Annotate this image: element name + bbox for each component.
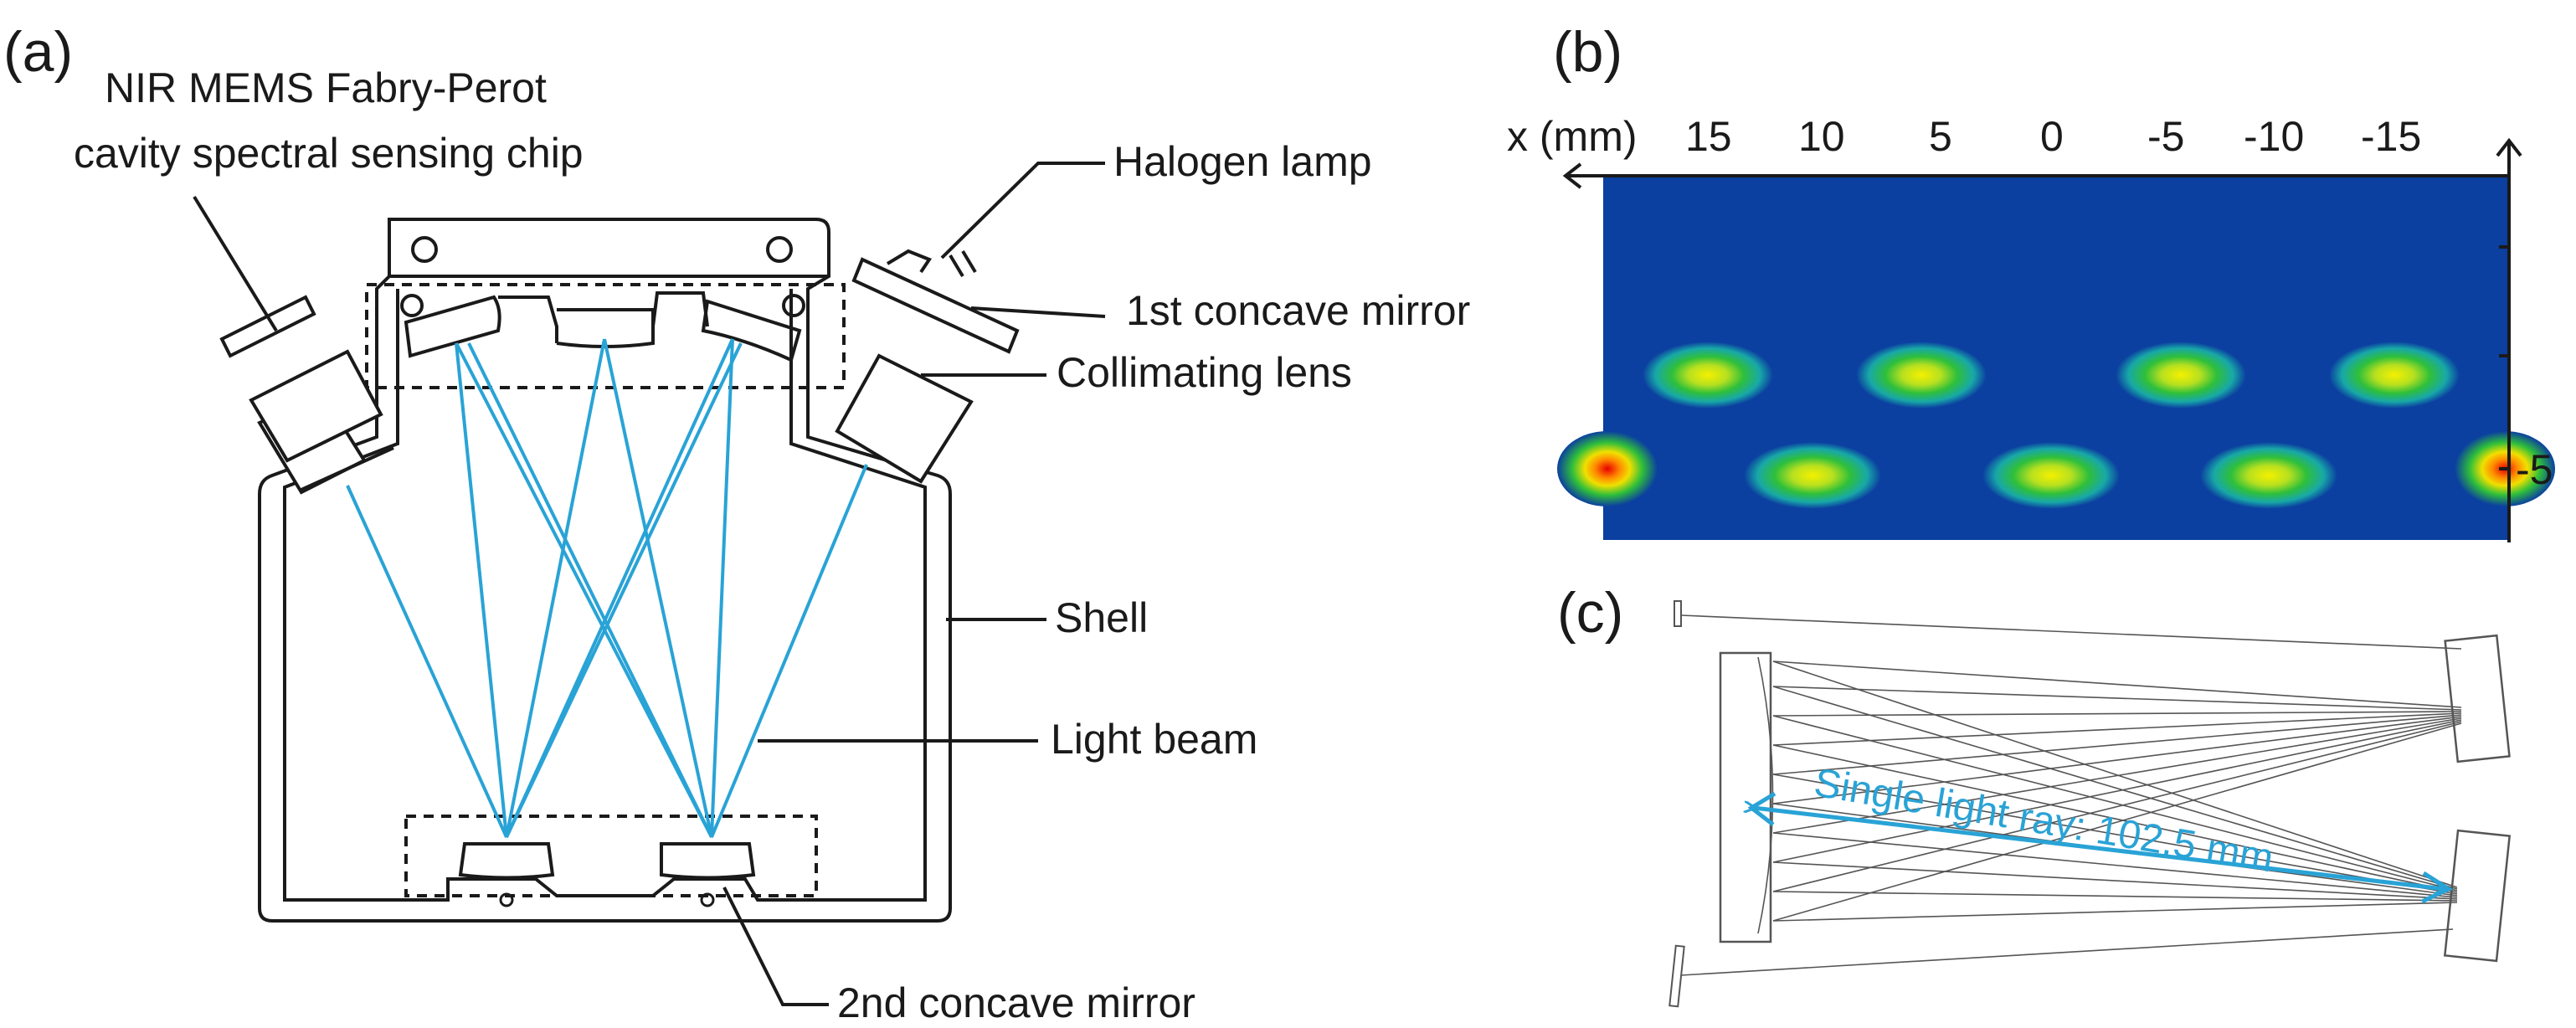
screw-hole bbox=[782, 294, 805, 317]
raytrace-sensor bbox=[1668, 944, 1685, 1008]
panel-a: (a) bbox=[3, 20, 1470, 1026]
single-ray bbox=[1754, 808, 2445, 889]
shell-label: Shell bbox=[1055, 594, 1148, 641]
light-spot bbox=[2200, 442, 2337, 509]
screw-hole bbox=[411, 236, 438, 263]
halogen-lamp-label: Halogen lamp bbox=[1113, 138, 1372, 185]
spot-row-upper bbox=[1643, 342, 2460, 409]
shell-outer bbox=[258, 218, 952, 923]
detector-housing bbox=[219, 295, 394, 495]
x-tick: -5 bbox=[2147, 113, 2184, 160]
light-beams bbox=[346, 338, 868, 838]
light-beam-label: Light beam bbox=[1051, 716, 1257, 763]
raytrace-source bbox=[1674, 600, 1682, 627]
shell-inner bbox=[283, 289, 927, 902]
panel-c-label: (c) bbox=[1557, 581, 1623, 645]
raytrace-collimator bbox=[2444, 634, 2511, 763]
light-spot bbox=[1643, 342, 1773, 409]
collimating-lens-label: Collimating lens bbox=[1057, 349, 1352, 396]
first-mirror-box bbox=[365, 283, 846, 389]
x-tick: 10 bbox=[1798, 113, 1845, 160]
raytrace-first-mirror bbox=[1719, 651, 1772, 943]
single-ray-arrowhead-left bbox=[1747, 791, 1776, 826]
single-ray-arrowhead-right bbox=[2420, 871, 2454, 904]
light-spot-hot bbox=[1557, 431, 1658, 506]
light-spot bbox=[2329, 342, 2460, 409]
panel-c: (c) bbox=[1557, 581, 2512, 1008]
first-mirror-label: 1st concave mirror bbox=[1126, 287, 1470, 334]
light-spot bbox=[1982, 442, 2120, 509]
screw-hole bbox=[766, 236, 793, 263]
light-spot bbox=[2116, 342, 2246, 409]
chip-callout-line2: cavity spectral sensing chip bbox=[74, 130, 584, 177]
chip-callout-line1: NIR MEMS Fabry-Perot bbox=[105, 64, 547, 111]
x-tick: 0 bbox=[2040, 113, 2064, 160]
screw-hole bbox=[400, 294, 424, 317]
x-tick: -15 bbox=[2361, 113, 2421, 160]
x-tick: 15 bbox=[1685, 113, 1732, 160]
panel-b: (b) x (mm) 15 bbox=[1507, 20, 2555, 542]
y-tick: -5 bbox=[2516, 446, 2553, 493]
panel-b-label: (b) bbox=[1553, 20, 1622, 84]
light-spot bbox=[1856, 342, 1987, 409]
leader-lines bbox=[193, 162, 1106, 1006]
x-tick: -10 bbox=[2244, 113, 2304, 160]
second-concave-mirror bbox=[458, 842, 756, 880]
first-concave-mirror bbox=[404, 291, 802, 362]
x-tick: 5 bbox=[1929, 113, 1952, 160]
panel-b-axes bbox=[1562, 137, 2522, 542]
light-spot bbox=[1744, 442, 1881, 509]
second-mirror-label: 2nd concave mirror bbox=[837, 979, 1195, 1026]
x-axis-label: x (mm) bbox=[1507, 113, 1638, 160]
panel-a-label: (a) bbox=[3, 20, 73, 84]
ray-bundle bbox=[1680, 614, 2462, 976]
second-mirror-box bbox=[404, 815, 818, 897]
lamp-housing bbox=[835, 249, 1020, 484]
